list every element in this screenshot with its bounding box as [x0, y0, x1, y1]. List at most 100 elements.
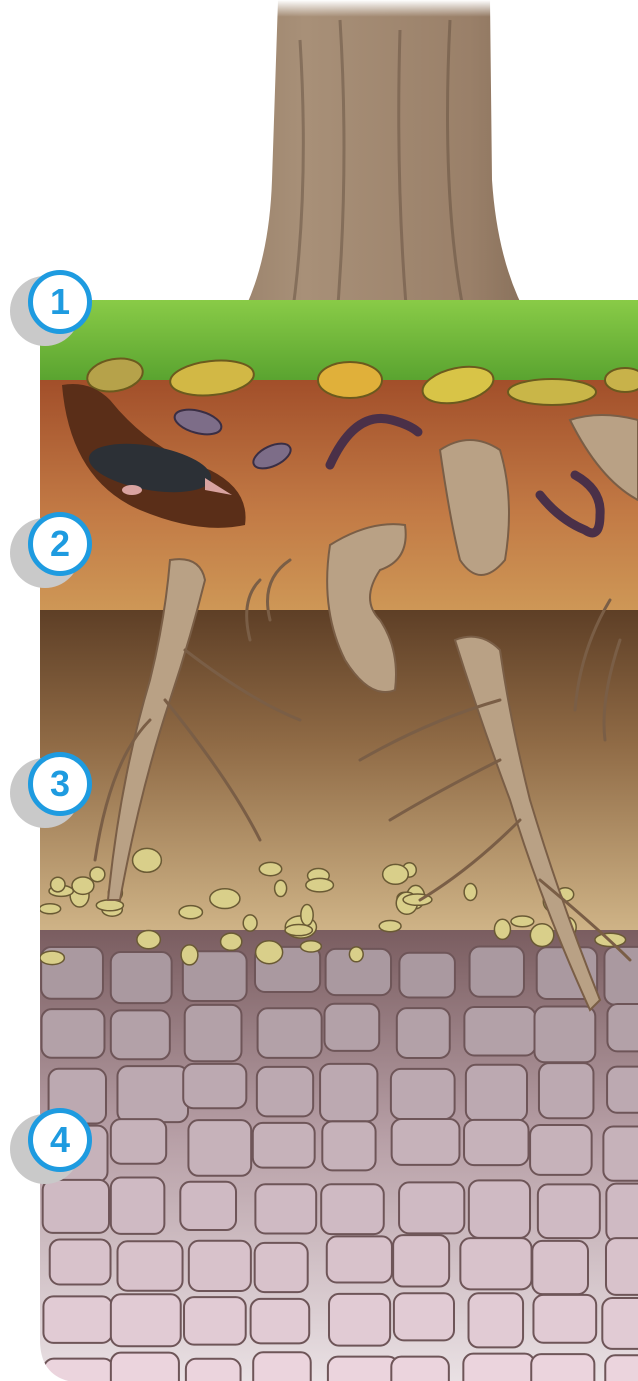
rock: [257, 1067, 313, 1117]
layer-marker-2: 2: [20, 512, 96, 588]
rock: [460, 1238, 531, 1289]
pebble: [179, 906, 202, 919]
pebble: [40, 951, 64, 964]
pebble: [221, 933, 242, 950]
pebble: [51, 877, 65, 892]
pebble: [464, 884, 477, 901]
rock: [464, 1120, 528, 1165]
rock: [399, 1182, 464, 1233]
pebble: [72, 877, 94, 894]
rock: [253, 1123, 315, 1168]
rock: [539, 1063, 594, 1118]
rock: [469, 1293, 524, 1347]
pebble: [379, 920, 401, 931]
rock: [251, 1299, 310, 1343]
rock: [393, 1235, 449, 1286]
rock: [538, 1184, 600, 1238]
rock: [466, 1065, 527, 1121]
rock: [111, 1178, 165, 1234]
pebble: [133, 848, 162, 872]
rock: [111, 952, 172, 1003]
rock: [189, 1241, 251, 1291]
rock: [111, 1119, 166, 1164]
pebble: [530, 924, 553, 947]
rock: [399, 953, 455, 998]
rock: [118, 1241, 183, 1290]
layer-marker-2-label: 2: [28, 512, 92, 576]
rock: [607, 1067, 638, 1113]
rock: [397, 1008, 450, 1058]
pebble: [511, 916, 534, 927]
rock: [321, 1184, 384, 1234]
rock: [605, 1355, 638, 1381]
pebble: [256, 941, 283, 964]
layer-marker-1-label: 1: [28, 270, 92, 334]
rock: [329, 1294, 390, 1346]
rock: [186, 1359, 241, 1381]
rock: [255, 1184, 316, 1233]
rock: [258, 1008, 322, 1058]
pebble: [243, 915, 257, 931]
rock: [42, 1009, 105, 1058]
pebble: [39, 904, 60, 914]
pebble: [181, 945, 198, 965]
pebble: [285, 924, 312, 935]
rock: [531, 1354, 594, 1381]
rock: [394, 1293, 454, 1340]
rock: [327, 1236, 392, 1282]
rock: [43, 1296, 112, 1342]
rock: [392, 1119, 460, 1165]
rock: [607, 1004, 638, 1051]
rock: [463, 1354, 534, 1381]
layer-marker-4-label: 4: [28, 1108, 92, 1172]
pebble: [349, 947, 363, 962]
pebble: [259, 862, 281, 875]
pebble: [301, 941, 322, 952]
rock: [117, 1066, 188, 1122]
pebble: [301, 904, 313, 925]
rock: [532, 1241, 588, 1294]
rock: [253, 1352, 311, 1381]
rock: [391, 1357, 449, 1381]
layer-marker-4: 4: [20, 1108, 96, 1184]
pebble: [306, 878, 334, 892]
pebble: [96, 900, 123, 911]
rock: [325, 1004, 380, 1051]
rock: [606, 1184, 638, 1242]
rock: [188, 1120, 251, 1176]
rock: [602, 1298, 638, 1349]
rock: [464, 1007, 535, 1056]
rock: [111, 1010, 170, 1059]
pebble: [210, 889, 240, 909]
rock: [320, 1064, 377, 1121]
rock: [185, 1005, 242, 1061]
rock: [180, 1182, 236, 1230]
pebble: [90, 867, 105, 882]
rock: [530, 1125, 592, 1175]
pebble: [275, 880, 287, 896]
rock: [603, 1126, 638, 1180]
rock: [322, 1121, 375, 1170]
pebble: [494, 919, 510, 939]
rock: [606, 1238, 638, 1295]
rocks: [41, 947, 638, 1381]
rock: [533, 1295, 596, 1343]
rock: [183, 1064, 246, 1108]
pebble: [137, 930, 160, 948]
rock: [255, 1243, 308, 1292]
rock: [50, 1239, 111, 1284]
rock: [604, 947, 638, 1005]
rock: [535, 1007, 596, 1063]
layer-marker-1: 1: [20, 270, 96, 346]
rock: [184, 1297, 246, 1345]
pebble: [383, 864, 409, 884]
rock: [111, 1353, 179, 1381]
rock: [43, 1180, 109, 1233]
rock: [470, 947, 524, 997]
layer-marker-3: 3: [20, 752, 96, 828]
layer-marker-3-label: 3: [28, 752, 92, 816]
rock: [391, 1069, 455, 1119]
rock: [328, 1357, 398, 1381]
rock: [111, 1294, 181, 1346]
rock: [469, 1180, 530, 1238]
